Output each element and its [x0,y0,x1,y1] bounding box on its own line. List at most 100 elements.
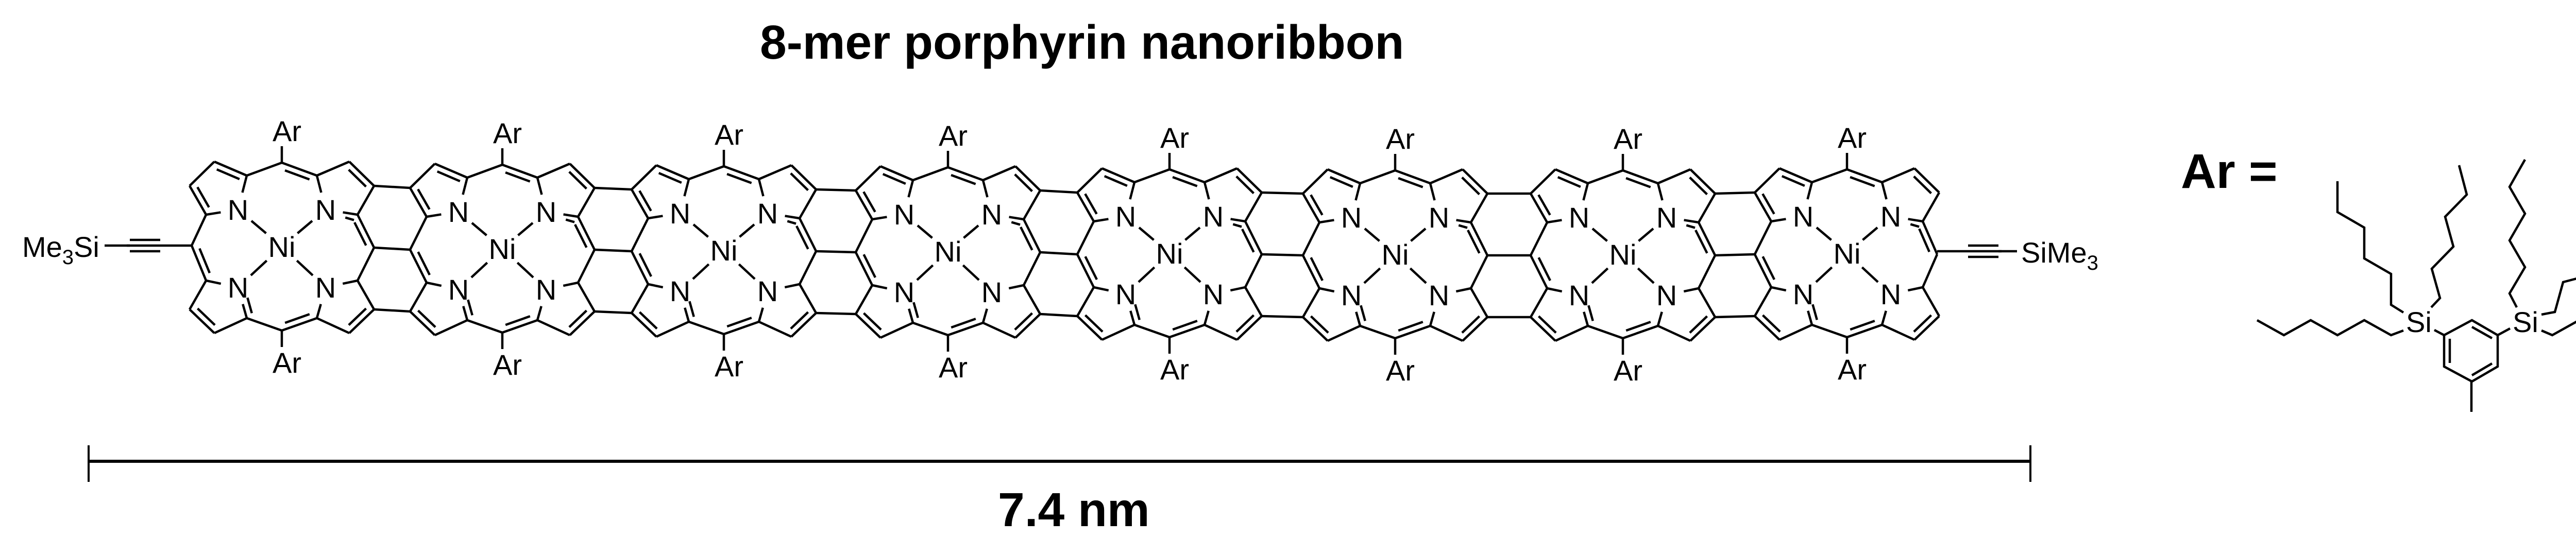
double-bond-inner [790,172,809,192]
meso-bond [1134,168,1170,184]
double-bond-inner [565,218,575,223]
ni-n-bond [517,222,534,236]
bond [1547,219,1562,224]
ni-n-bond [1183,266,1201,283]
bond [342,279,358,285]
double-bond-inner [1398,177,1423,188]
bond [1354,183,1362,201]
bond [1921,254,1939,288]
bond [790,312,817,338]
nitrogen-label: N [894,198,914,231]
fused-bridge-bond [1715,315,1755,319]
nitrogen-label: N [894,276,914,308]
hexyl-chain-left-horizontal [2256,319,2404,337]
bond [356,247,376,282]
bond [758,164,792,181]
double-bond-inner [1811,304,1818,320]
bond [1023,284,1041,315]
double-bond-inner [1918,228,1930,253]
bond [1583,311,1589,326]
double-bond-inner [862,254,876,279]
bond [242,304,248,319]
bond [348,308,375,334]
bond [1230,286,1246,292]
double-bond-inner [436,170,461,183]
bond [569,163,596,189]
figure-title: 8-mer porphyrin nanoribbon [760,15,1404,69]
bond [1921,221,1939,255]
bond [855,165,882,192]
nitrogen-label: N [1115,278,1136,310]
double-bond-inner [1557,176,1581,188]
bond [577,282,596,312]
meso-bond [1360,169,1396,185]
bond [1771,218,1786,223]
meso-bond [281,161,317,177]
double-bond-inner [1689,315,1708,334]
fused-bridge-bond [1261,315,1303,319]
bond [1076,253,1095,288]
bond [316,317,350,335]
ni-n-bond [470,262,488,279]
fused-bridge-bond [1040,251,1078,256]
bond [1469,254,1489,289]
bond [854,218,874,253]
nitrogen-label: N [1793,200,1814,233]
ar-substituent-label: Ar [939,351,968,384]
nitrogen-label: N [1203,200,1224,233]
bond [409,310,436,336]
fused-bridge-bond [1715,191,1755,195]
bond [1753,253,1773,288]
ni-n-bond [1138,227,1155,241]
nickel-label: Ni [268,231,296,263]
ni-n-bond [1410,228,1427,242]
bond [1697,221,1717,256]
double-bond-inner [1232,223,1242,228]
ni-n-bond [692,223,709,238]
bond [214,160,247,177]
bond [426,281,442,287]
meso-bond [1395,324,1431,340]
meso-bond [281,317,317,332]
bond [799,283,817,314]
bond [982,165,1016,182]
meso-bond [246,317,282,332]
nitrogen-label: N [1429,201,1449,234]
fused-bridge-bond [374,184,411,189]
double-bond-inner [1104,175,1128,187]
double-bond-inner [353,221,367,246]
bond [855,189,873,220]
bond [1429,183,1436,201]
bond [348,161,375,187]
bond [1657,324,1691,342]
ni-n-bond [1184,227,1201,241]
bond [1754,286,1772,317]
double-bond-inner [1689,177,1708,196]
nitrogen-label: N [1880,200,1901,233]
bond [1882,323,1915,341]
bond [1076,286,1095,317]
bond [563,281,579,287]
double-bond-inner [1020,226,1033,251]
bond [684,307,690,322]
bond [1022,218,1042,253]
double-bond-inner [196,186,210,208]
nitrogen-label: N [1569,279,1589,311]
double-bond-inner [417,251,431,276]
bond [631,164,657,190]
double-bond-inner [658,172,682,184]
bond [409,216,428,251]
bond [206,279,222,285]
ar-substituent-label: Ar [1386,354,1415,387]
bond [1230,218,1246,223]
double-bond-inner [568,171,587,190]
nitrogen-label: N [981,276,1002,308]
double-bond-inner [1458,224,1468,229]
nitrogen-label: N [670,197,690,230]
bond [1302,193,1320,223]
double-bond-inner [284,169,310,181]
ar-substituent-label: Ar [273,115,301,147]
bond [1529,221,1549,256]
bond [1008,284,1024,290]
